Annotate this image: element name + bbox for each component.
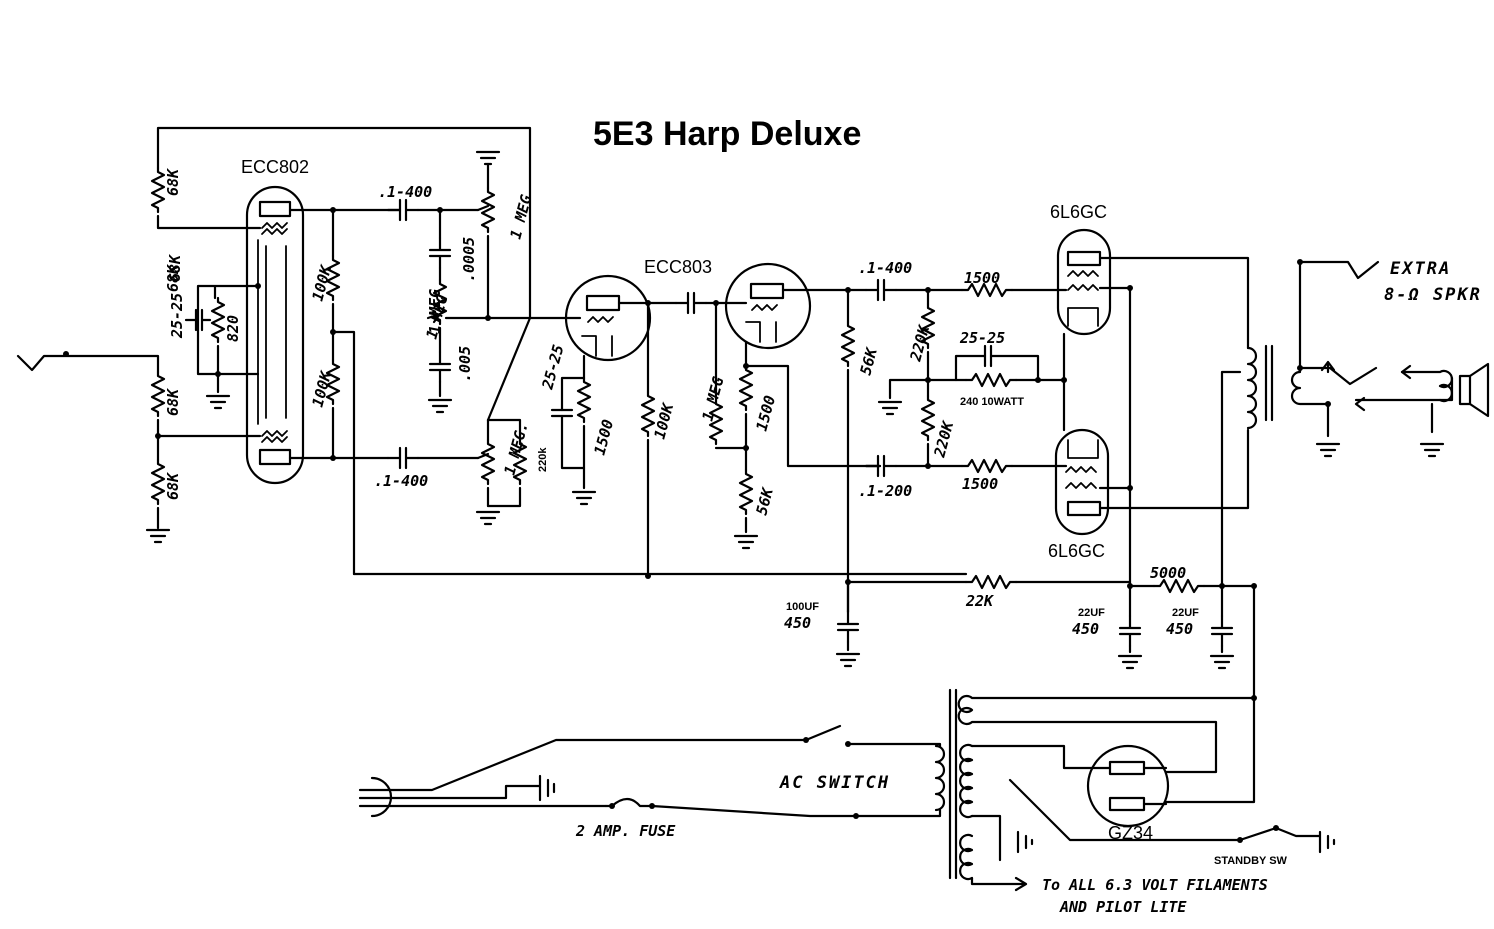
svg-text:1 MEG: 1 MEG xyxy=(426,289,444,334)
svg-text:.1-400: .1-400 xyxy=(378,183,432,201)
svg-text:.005: .005 xyxy=(456,346,474,382)
tube-ecc802 xyxy=(245,185,305,485)
svg-text:AND PILOT LITE: AND PILOT LITE xyxy=(1059,898,1187,916)
svg-text:240 10WATT: 240 10WATT xyxy=(960,396,1024,408)
tube-ecc803 xyxy=(564,262,812,362)
svg-text:EXTRA: EXTRA xyxy=(1390,259,1451,279)
svg-text:220K: 220K xyxy=(906,322,934,364)
svg-text:25-25: 25-25 xyxy=(959,329,1005,347)
svg-text:1500: 1500 xyxy=(962,475,998,493)
svg-text:220k: 220k xyxy=(537,447,549,472)
power-transformer xyxy=(934,688,1278,892)
power-plug-icon xyxy=(358,738,858,818)
svg-text:1500: 1500 xyxy=(752,393,779,433)
svg-text:1 MEG: 1 MEG xyxy=(506,193,535,241)
svg-text:68K: 68K xyxy=(164,167,182,196)
tube-label-6l6gc-bottom: 6L6GC xyxy=(1048,541,1105,561)
svg-text:1 MEG.: 1 MEG. xyxy=(500,420,531,477)
svg-text:8-Ω SPKR: 8-Ω SPKR xyxy=(1384,285,1482,305)
svg-text:450: 450 xyxy=(784,614,811,632)
svg-text:56K: 56K xyxy=(752,484,777,517)
svg-text:25-25: 25-25 xyxy=(168,293,186,339)
tube-label-ecc803: ECC803 xyxy=(644,257,712,277)
svg-text:450: 450 xyxy=(1166,620,1193,638)
svg-text:1500: 1500 xyxy=(964,269,1000,287)
tube-label-ecc802: ECC802 xyxy=(241,157,309,177)
svg-text:220K: 220K xyxy=(930,418,958,460)
svg-text:22UF: 22UF xyxy=(1078,607,1105,619)
svg-text:100K: 100K xyxy=(650,400,677,441)
tube-6l6gc-bottom xyxy=(1054,428,1110,536)
svg-text:.1-400: .1-400 xyxy=(858,259,912,277)
svg-text:25-25: 25-25 xyxy=(538,343,567,392)
svg-text:To ALL 6.3 VOLT FILAMENTS: To ALL 6.3 VOLT FILAMENTS xyxy=(1042,876,1268,894)
svg-text:.1-200: .1-200 xyxy=(858,482,912,500)
tube-label-6l6gc-top: 6L6GC xyxy=(1050,202,1107,222)
tube-6l6gc-top xyxy=(1056,228,1112,336)
svg-text:2 AMP. FUSE: 2 AMP. FUSE xyxy=(575,822,676,840)
svg-text:100UF: 100UF xyxy=(786,601,819,613)
svg-text:68K: 68K xyxy=(164,387,182,416)
svg-text:.1-400: .1-400 xyxy=(374,472,428,490)
svg-text:AC SWITCH: AC SWITCH xyxy=(779,773,890,793)
svg-text:STANDBY SW: STANDBY SW xyxy=(1214,855,1288,867)
svg-text:68K: 68K xyxy=(164,471,182,500)
svg-text:1500: 1500 xyxy=(590,417,617,457)
output-transformer xyxy=(1220,259,1331,588)
tube-label-gz34: GZ34 xyxy=(1108,823,1153,843)
svg-text:56K: 56K xyxy=(856,344,881,377)
svg-text:820: 820 xyxy=(224,315,242,342)
svg-text:450: 450 xyxy=(1072,620,1099,638)
speaker-icon xyxy=(1354,362,1490,434)
svg-text:68K: 68K xyxy=(164,263,182,292)
tube-gz34 xyxy=(1086,744,1170,828)
svg-text:5000: 5000 xyxy=(1150,564,1186,582)
svg-text:68K: 68K xyxy=(166,253,184,282)
diagram-title: 5E3 Harp Deluxe xyxy=(593,115,861,153)
svg-text:.0005: .0005 xyxy=(460,237,478,282)
svg-text:22K: 22K xyxy=(965,592,995,610)
svg-text:22UF: 22UF xyxy=(1172,607,1199,619)
svg-text:1 MEG: 1 MEG xyxy=(698,375,727,423)
